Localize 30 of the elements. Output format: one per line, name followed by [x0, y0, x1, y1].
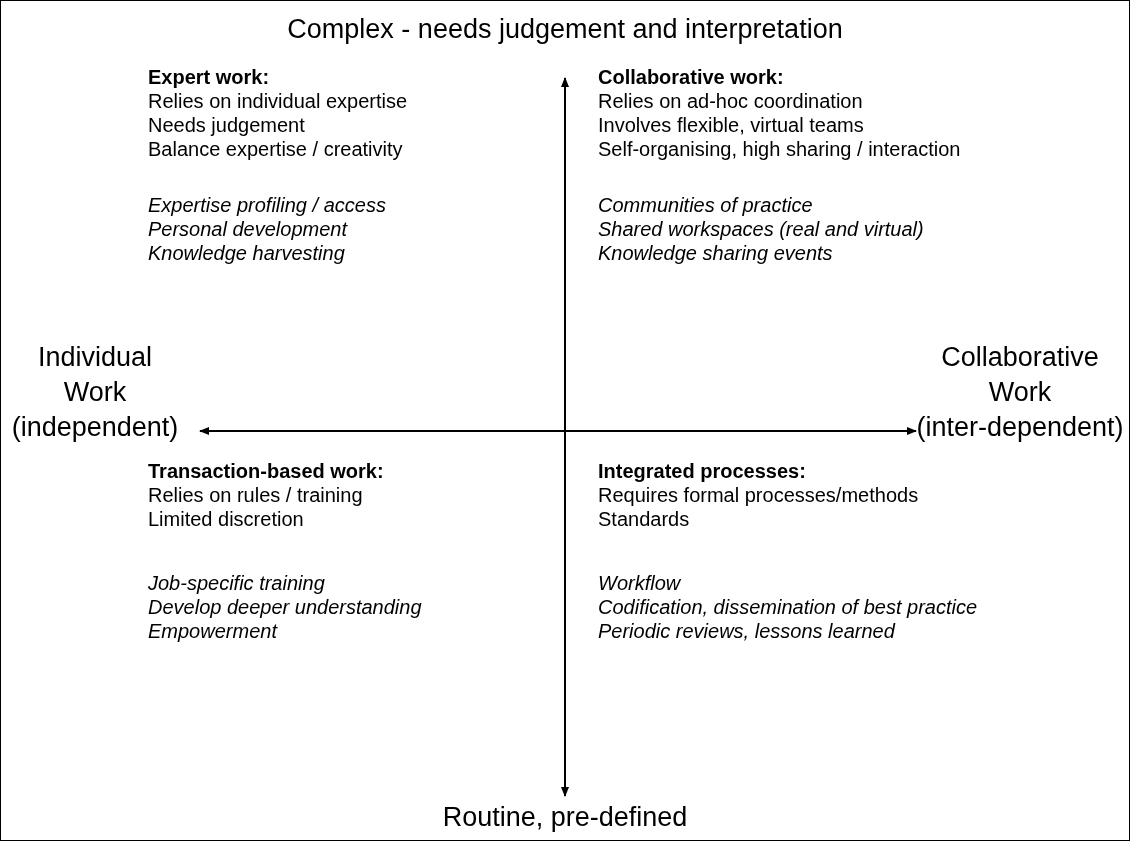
- characteristic-text: Involves flexible, virtual teams: [598, 114, 864, 137]
- practice-text: Personal development: [148, 218, 347, 241]
- characteristic-text: Relies on ad-hoc coordination: [598, 90, 863, 113]
- practice-text: Expertise profiling / access: [148, 194, 386, 217]
- practice-text: Develop deeper understanding: [148, 596, 422, 619]
- practice-text: Shared workspaces (real and virtual): [598, 218, 924, 241]
- quadrant-heading: Transaction-based work:: [148, 460, 384, 483]
- practice-text: Knowledge sharing events: [598, 242, 833, 265]
- characteristic-text: Needs judgement: [148, 114, 305, 137]
- characteristic-text: Standards: [598, 508, 690, 531]
- axis-label: Individual Work (independent): [11, 341, 179, 444]
- practice-text: Empowerment: [148, 620, 277, 643]
- characteristic-text: Balance expertise / creativity: [148, 138, 403, 161]
- characteristic-text: Requires formal processes/methods: [598, 484, 919, 507]
- practice-text: Communities of practice: [598, 194, 813, 217]
- practice-text: Codification, dissemination of best practice: [598, 596, 978, 619]
- practice-text: Periodic reviews, lessons learned: [598, 620, 895, 643]
- practice-text: Job-specific training: [148, 572, 325, 595]
- practice-text: Knowledge harvesting: [148, 242, 345, 265]
- characteristic-text: Relies on rules / training: [148, 484, 363, 507]
- practice-text: Workflow: [598, 572, 681, 595]
- characteristic-text: Relies on individual expertise: [148, 90, 408, 113]
- axis-label: Complex - needs judgement and interpretation: [287, 13, 843, 46]
- quadrant-heading: Collaborative work:: [598, 66, 784, 89]
- characteristic-text: Self-organising, high sharing / interaction: [598, 138, 961, 161]
- quadrant-heading: Integrated processes:: [598, 460, 806, 483]
- axis-label: Collaborative Work (inter-dependent): [916, 341, 1124, 444]
- characteristic-text: Limited discretion: [148, 508, 304, 531]
- axis-label: Routine, pre-defined: [442, 801, 688, 834]
- quadrant-heading: Expert work:: [148, 66, 270, 89]
